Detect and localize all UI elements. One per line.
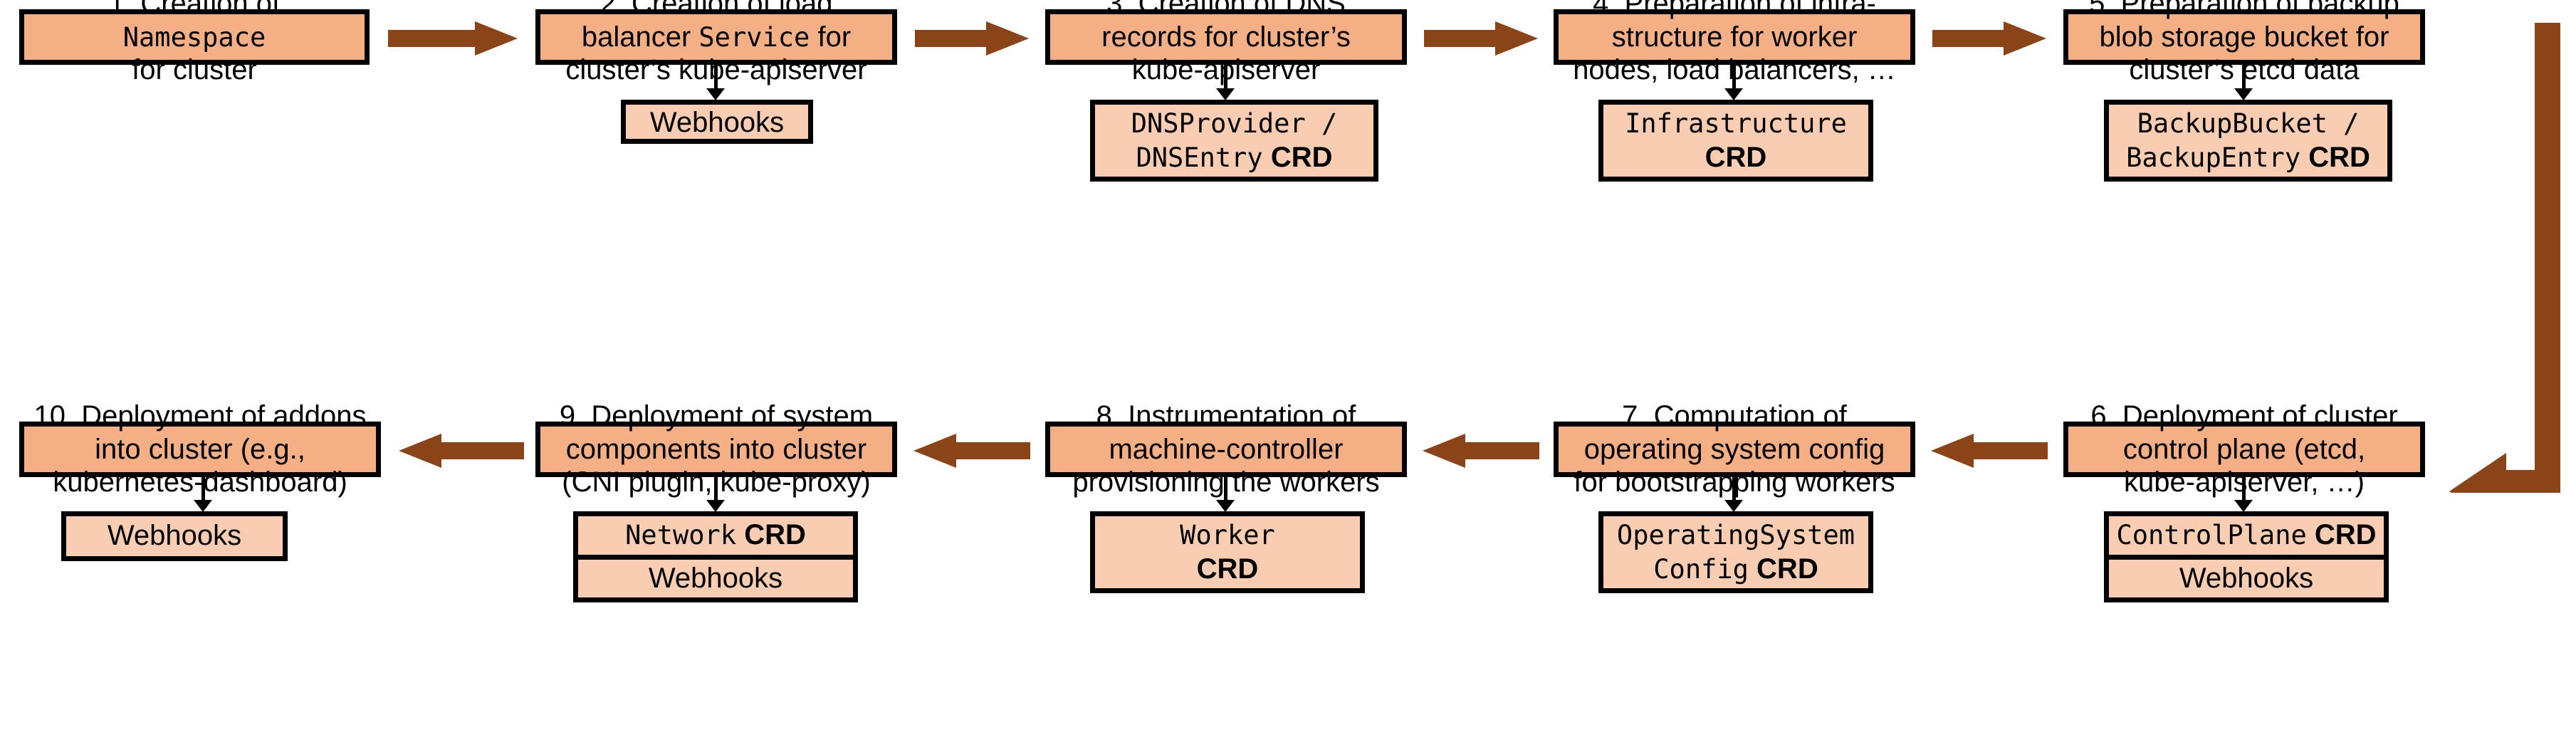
connector-line-3	[1224, 65, 1227, 93]
connector-line-9	[714, 477, 718, 504]
step-box-8[interactable]: 8. Instrumentation of machine-controller…	[1045, 400, 1407, 498]
flow-arrow-8-to-9	[913, 434, 1030, 468]
flow-arrow-5-to-6	[2442, 23, 2576, 493]
step-box-2[interactable]: 2. Creation of load balancer Service for…	[535, 0, 897, 85]
attachment-box-10-webhooks[interactable]: Webhooks	[61, 511, 288, 561]
step-1-text: 1. Creation of Namespace for cluster	[108, 0, 281, 86]
attachment-box-4-infrastructure-crd[interactable]: Infrastructure CRD	[1598, 100, 1873, 182]
flow-arrow-2-to-3	[915, 21, 1029, 56]
connector-arrowhead-3	[1216, 88, 1235, 100]
connector-arrowhead-8	[1216, 500, 1235, 512]
attachment-cell-network-crd: Network CRD	[625, 519, 806, 551]
attachment-cell-webhooks: Webhooks	[649, 107, 785, 138]
attachment-cell-controlplane-crd: ControlPlane CRD	[2116, 519, 2377, 551]
connector-line-8	[1224, 477, 1227, 504]
step-box-7[interactable]: 7. Computation of operating system confi…	[1554, 400, 1915, 498]
attachment-box-6-controlplane[interactable]: ControlPlane CRD Webhooks	[2104, 511, 2389, 602]
connector-arrowhead-10	[194, 500, 212, 512]
connector-line-6	[2242, 477, 2246, 504]
attachment-cell-dns-crd: DNSProvider / DNSEntry CRD	[1131, 108, 1338, 173]
connector-line-2	[714, 65, 718, 93]
connector-line-5	[2242, 65, 2246, 93]
flow-arrow-6-to-7	[1931, 434, 2048, 468]
connector-arrowhead-5	[2234, 88, 2253, 100]
step-box-3[interactable]: 3. Creation of DNS records for cluster’s…	[1045, 0, 1407, 85]
attachment-box-8-worker-crd[interactable]: Worker CRD	[1090, 511, 1365, 593]
attachment-cell-infrastructure-crd: Infrastructure CRD	[1625, 108, 1847, 173]
step-box-6[interactable]: 6. Deployment of cluster control plane (…	[2063, 400, 2425, 498]
connector-line-10	[201, 477, 205, 504]
step-box-9[interactable]: 9. Deployment of system components into …	[535, 400, 897, 498]
step-box-5[interactable]: 5. Preparation of backup blob storage bu…	[2063, 0, 2425, 85]
connector-line-4	[1732, 65, 1736, 93]
attachment-cell-webhooks: Webhooks	[2109, 554, 2384, 598]
step-box-10[interactable]: 10. Deployment of addons into cluster (e…	[19, 400, 381, 498]
connector-arrowhead-9	[706, 500, 725, 512]
attachment-cell-osc-crd: OperatingSystem Config CRD	[1616, 520, 1855, 585]
connector-arrowhead-4	[1724, 88, 1743, 100]
attachment-box-7-osc-crd[interactable]: OperatingSystem Config CRD	[1598, 511, 1873, 593]
step-10-text: 10. Deployment of addons into cluster (e…	[33, 400, 367, 498]
attachment-cell-webhooks: Webhooks	[107, 520, 242, 552]
attachment-cell-worker-crd: Worker CRD	[1180, 520, 1275, 585]
attachment-box-2-webhooks[interactable]: Webhooks	[621, 100, 813, 144]
flow-arrow-7-to-8	[1423, 434, 1539, 468]
step-4-text: 4. Preparation of infra- structure for w…	[1573, 0, 1896, 86]
flow-arrow-9-to-10	[399, 434, 524, 468]
attachment-box-9-network[interactable]: Network CRD Webhooks	[573, 511, 858, 602]
connector-arrowhead-6	[2234, 500, 2253, 512]
connector-line-7	[1732, 477, 1736, 504]
attachment-cell-webhooks: Webhooks	[578, 554, 853, 598]
step-box-1[interactable]: 1. Creation of Namespace for cluster	[19, 0, 370, 85]
flow-arrow-4-to-5	[1932, 21, 2046, 56]
flow-arrow-1-to-2	[388, 21, 518, 56]
connector-arrowhead-7	[1724, 500, 1743, 512]
connector-arrowhead-2	[706, 88, 725, 100]
step-6-text: 6. Deployment of cluster control plane (…	[2090, 400, 2398, 498]
attachment-cell-backup-crd: BackupBucket / BackupEntry CRD	[2126, 108, 2370, 173]
flow-arrow-3-to-4	[1424, 21, 1538, 56]
attachment-box-5-backup-crd[interactable]: BackupBucket / BackupEntry CRD	[2104, 100, 2392, 182]
step-box-4[interactable]: 4. Preparation of infra- structure for w…	[1554, 0, 1915, 85]
attachment-box-3-dns-crd[interactable]: DNSProvider / DNSEntry CRD	[1090, 100, 1378, 182]
